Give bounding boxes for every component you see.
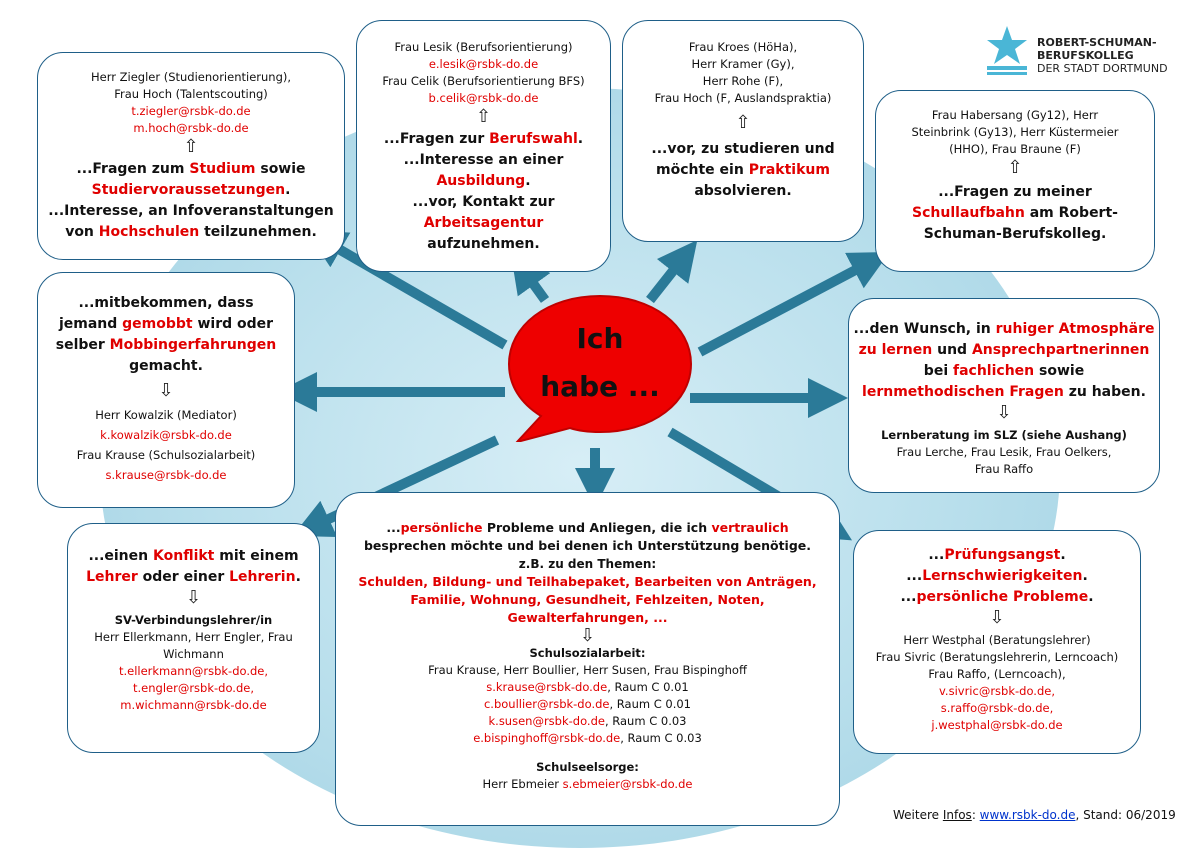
contact-name: Frau Sivric (Beratungslehrerin, Lerncoac… [875, 650, 1119, 664]
box-persoenliche-probleme: ...persönliche Probleme und Anliegen, di… [335, 492, 840, 826]
up-arrow-icon: ⇧ [735, 112, 751, 133]
contact-name: Frau Krause (Schulsozialarbeit) [76, 448, 256, 462]
contact-name: Frau Kroes (HöHa), [688, 40, 798, 54]
arrow-praktikum [646, 240, 698, 304]
box-studium: Herr Ziegler (Studienorientierung), Frau… [37, 52, 345, 260]
up-arrow-icon: ⇧ [475, 106, 492, 127]
up-arrow-icon: ⇧ [1007, 157, 1023, 178]
contact-name: Herr Rohe (F), [702, 74, 784, 88]
star-icon [987, 26, 1027, 64]
down-arrow-icon: ⇩ [989, 607, 1005, 628]
down-arrow-icon: ⇩ [996, 402, 1012, 423]
box-berufswahl: Frau Lesik (Berufsorientierung) e.lesik@… [356, 20, 611, 272]
contact-name: Frau Celik (Berufsorientierung BFS) [382, 74, 585, 88]
email-link[interactable]: m.hoch@rsbk-do.de [133, 121, 249, 135]
contact-row: c.boullier@rsbk-do.de, Raum C 0.01 [483, 697, 692, 711]
contact-name: Herr Kowalzik (Mediator) [95, 408, 237, 422]
contact-name: Frau Hoch (F, Auslandspraktia) [654, 91, 832, 105]
arrow-beruf [510, 252, 551, 303]
contact-name: Frau Hoch (Talentscouting) [114, 87, 268, 101]
down-arrow-icon: ⇩ [579, 625, 596, 646]
contact-name: Frau Krause, Herr Boullier, Herr Susen, … [428, 663, 747, 677]
email-link[interactable]: k.kowalzik@rsbk-do.de [100, 428, 232, 442]
contact-row: e.bispinghoff@rsbk-do.de, Raum C 0.03 [473, 731, 702, 745]
email-link[interactable]: e.lesik@rsbk-do.de [428, 57, 539, 71]
contact-name: Herr Westphal (Beratungslehrer) [903, 633, 1091, 647]
contact-name: Steinbrink (Gy13), Herr Küstermeier [911, 125, 1119, 139]
contact-name: Frau Lesik (Berufsorientierung) [394, 40, 573, 54]
email-link[interactable]: t.engler@rsbk-do.de, [133, 681, 254, 695]
center-speech-bubble [507, 294, 693, 442]
email-link[interactable]: b.celik@rsbk-do.de [428, 91, 539, 105]
contact-name: Herr Kramer (Gy), [691, 57, 795, 71]
center-text: Ich habe ... [540, 322, 660, 403]
down-arrow-icon: ⇩ [185, 587, 202, 608]
contact-row: k.susen@rsbk-do.de, Raum C 0.03 [488, 714, 687, 728]
box-pruefungsangst: ...Prüfungsangst. ...Lernschwierigkeiten… [853, 530, 1141, 754]
box-konflikt: ...einen Konflikt mit einem Lehrer oder … [67, 523, 320, 753]
email-link[interactable]: m.wichmann@rsbk-do.de [120, 698, 267, 712]
contact-name: Herr Ellerkmann, Herr Engler, Frau [94, 630, 293, 644]
box-schullaufbahn: Frau Habersang (Gy12), Herr Steinbrink (… [875, 90, 1155, 272]
contact-row: s.krause@rsbk-do.de, Raum C 0.01 [486, 680, 689, 694]
email-link[interactable]: s.raffo@rsbk-do.de, [940, 701, 1054, 715]
box-lernberatung: ...den Wunsch, in ruhiger Atmosphäre zu … [848, 298, 1160, 493]
box-mobbing: ...mitbekommen, dass jemand gemobbt wird… [37, 272, 295, 508]
website-link[interactable]: www.rsbk-do.de [979, 808, 1076, 822]
up-arrow-icon: ⇧ [183, 136, 199, 157]
email-link[interactable]: t.ellerkmann@rsbk-do.de, [118, 664, 269, 678]
down-arrow-icon: ⇩ [158, 380, 174, 401]
email-link[interactable]: k.susen@rsbk-do.de [488, 714, 605, 728]
contact-row: Herr Ebmeier s.ebmeier@rsbk-do.de [482, 777, 693, 791]
email-link[interactable]: j.westphal@rsbk-do.de [931, 718, 1063, 732]
logo-text: ROBERT-SCHUMAN- BERUFSKOLLEG DER STADT D… [1037, 36, 1168, 75]
contact-name: Frau Raffo [974, 462, 1034, 476]
email-link[interactable]: t.ziegler@rsbk-do.de [131, 104, 251, 118]
contact-name: Wichmann [163, 647, 224, 661]
email-link[interactable]: s.krause@rsbk-do.de [105, 468, 227, 482]
contact-name: Frau Raffo, (Lerncoach), [928, 667, 1066, 681]
contact-name: (HHO), Frau Braune (F) [949, 142, 1081, 156]
box-praktikum: Frau Kroes (HöHa), Herr Kramer (Gy), Her… [622, 20, 864, 242]
arrow-schullaufbahn [697, 251, 890, 357]
footer: Weitere Infos: www.rsbk-do.de, Stand: 06… [893, 808, 1176, 822]
email-link[interactable]: c.boullier@rsbk-do.de [483, 697, 610, 711]
email-link[interactable]: s.ebmeier@rsbk-do.de [562, 777, 693, 791]
contact-name: Frau Lerche, Frau Lesik, Frau Oelkers, [896, 445, 1112, 459]
arrow-studium [305, 230, 508, 350]
logo [987, 26, 1027, 75]
contact-name: Herr Ziegler (Studienorientierung), [90, 70, 292, 84]
email-link[interactable]: e.bispinghoff@rsbk-do.de [473, 731, 621, 745]
email-link[interactable]: v.sivric@rsbk-do.de, [939, 684, 1055, 698]
contact-name: Frau Habersang (Gy12), Herr [931, 108, 1099, 122]
email-link[interactable]: s.krause@rsbk-do.de [486, 680, 608, 694]
